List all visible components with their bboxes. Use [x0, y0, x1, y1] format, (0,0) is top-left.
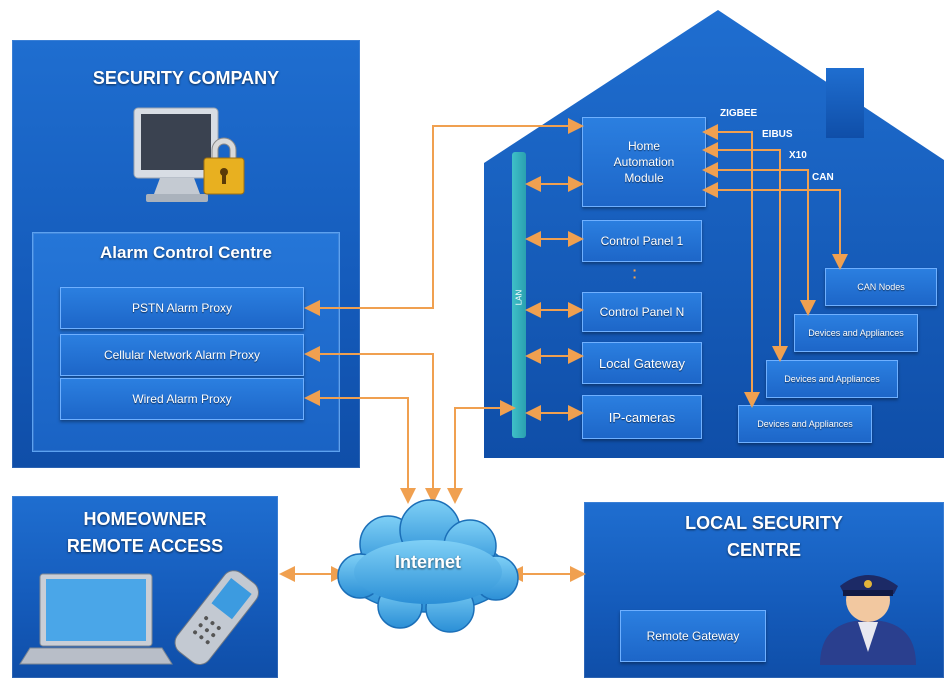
local-security-title-line2: CENTRE	[726, 540, 801, 560]
internet-label: Internet	[394, 552, 461, 572]
security-company-title: SECURITY COMPANY	[92, 68, 280, 88]
devices-and-appliances-1: Devices and Appliances	[794, 314, 918, 352]
local-security-title-line1: LOCAL SECURITY	[685, 513, 843, 533]
devices-and-appliances-3: Devices and Appliances	[738, 405, 872, 443]
protocol-x10: X10	[789, 150, 807, 161]
ellipsis-dots: ··	[632, 262, 638, 285]
protocol-zigbee: ZIGBEE	[720, 108, 758, 119]
wired-alarm-proxy: Wired Alarm Proxy	[60, 378, 304, 420]
control-panel-1: Control Panel 1	[582, 220, 702, 262]
protocol-eibus: EIBUS	[762, 129, 793, 140]
devices-and-appliances-2: Devices and Appliances	[766, 360, 898, 398]
pstn-alarm-proxy: PSTN Alarm Proxy	[60, 287, 304, 329]
alarm-control-centre-title: Alarm Control Centre	[100, 243, 272, 262]
control-panel-n: Control Panel N	[582, 292, 702, 332]
homeowner-title-line1: HOMEOWNER	[83, 509, 207, 529]
ip-cameras: IP-cameras	[582, 395, 702, 439]
protocol-can: CAN	[812, 172, 834, 183]
cellular-network-alarm-proxy: Cellular Network Alarm Proxy	[60, 334, 304, 376]
homeowner-title-line2: REMOTE ACCESS	[66, 536, 224, 556]
can-nodes: CAN Nodes	[825, 268, 937, 306]
local-gateway: Local Gateway	[582, 342, 702, 384]
home-automation-module: Home Automation Module	[582, 117, 706, 207]
remote-gateway: Remote Gateway	[620, 610, 766, 662]
